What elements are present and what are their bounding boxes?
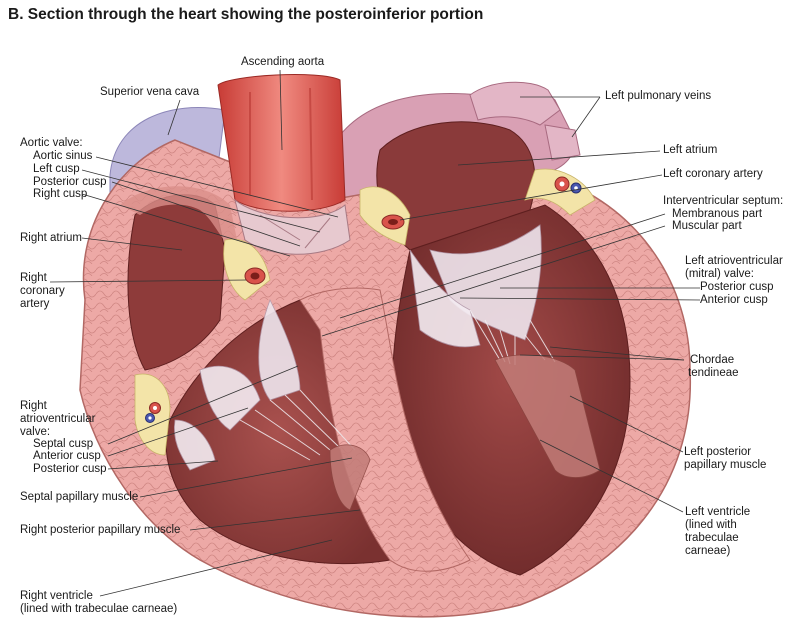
label-superior-vena-cava: Superior vena cava — [100, 86, 200, 98]
label-right-posterior-papillary-muscle: Right posterior papillary muscle — [20, 524, 181, 536]
label-left-cusp: Left cusp — [33, 163, 80, 175]
label-right-coronary-artery-3: artery — [20, 298, 50, 310]
label-chordae-1: Chordae — [690, 354, 735, 366]
label-left-coronary-artery: Left coronary artery — [663, 168, 763, 180]
label-tricuspid-anterior-cusp: Anterior cusp — [33, 450, 101, 462]
label-aortic-sinus: Aortic sinus — [33, 150, 93, 162]
label-septal-papillary-muscle: Septal papillary muscle — [20, 491, 139, 503]
label-left-posterior-papillary-1: Left posterior — [684, 446, 752, 458]
label-membranous-part: Membranous part — [672, 208, 763, 220]
tricuspid-anterior-cusp — [199, 366, 261, 431]
tricuspid-posterior-cusp — [173, 419, 216, 471]
coronary-fat-left — [524, 168, 596, 216]
label-ascending-aorta: Ascending aorta — [241, 56, 325, 68]
figure-title: B. Section through the heart showing the… — [8, 6, 484, 23]
label-right-cusp: Right cusp — [33, 188, 88, 200]
coronary-fat-aortic — [359, 186, 411, 246]
label-right-av-valve-2: atrioventricular — [20, 413, 96, 425]
label-left-av-valve-1: Left atrioventricular — [685, 255, 783, 267]
label-mitral-posterior-cusp: Posterior cusp — [700, 281, 774, 293]
label-interventricular-septum: Interventricular septum: — [663, 195, 784, 207]
label-right-av-valve-3: valve: — [20, 426, 51, 438]
septal-papillary-muscle-shape — [329, 444, 371, 511]
label-right-coronary-artery-1: Right — [20, 272, 47, 284]
label-left-pulmonary-veins: Left pulmonary veins — [605, 90, 712, 102]
label-left-ventricle-4: carneae) — [685, 545, 731, 557]
right-coronary-artery-dot — [244, 267, 266, 285]
label-right-ventricle-2: (lined with trabeculae carneae) — [20, 603, 178, 615]
label-mitral-anterior-cusp: Anterior cusp — [700, 294, 768, 306]
coronary-fat-right — [223, 238, 271, 301]
label-aortic-posterior-cusp: Posterior cusp — [33, 176, 107, 188]
label-right-atrium: Right atrium — [20, 232, 82, 244]
leader-lines — [49, 69, 701, 597]
right-av-groove-vessels — [145, 402, 161, 423]
label-aortic-valve: Aortic valve: — [20, 137, 83, 149]
label-left-ventricle-2: (lined with — [685, 519, 737, 531]
mitral-anterior-cusp — [409, 249, 481, 348]
label-left-posterior-papillary-2: papillary muscle — [684, 459, 767, 471]
label-chordae-2: tendineae — [688, 367, 739, 379]
aortic-valve — [234, 198, 351, 255]
chordae-tendineae-right — [239, 389, 356, 461]
label-right-ventricle-1: Right ventricle — [20, 590, 93, 602]
label-left-ventricle-1: Left ventricle — [685, 506, 751, 518]
label-tricuspid-posterior-cusp: Posterior cusp — [33, 463, 107, 475]
label-right-av-valve-1: Right — [20, 400, 47, 412]
label-right-coronary-artery-2: coronary — [20, 285, 65, 297]
label-left-ventricle-3: trabeculae — [685, 532, 739, 544]
label-left-atrium: Left atrium — [663, 144, 718, 156]
label-left-av-valve-2: (mitral) valve: — [685, 268, 755, 280]
left-coronary-artery-aortic — [381, 214, 405, 230]
label-septal-cusp: Septal cusp — [33, 438, 94, 450]
label-muscular-part: Muscular part — [672, 220, 742, 232]
left-pulmonary-veins — [469, 81, 561, 126]
